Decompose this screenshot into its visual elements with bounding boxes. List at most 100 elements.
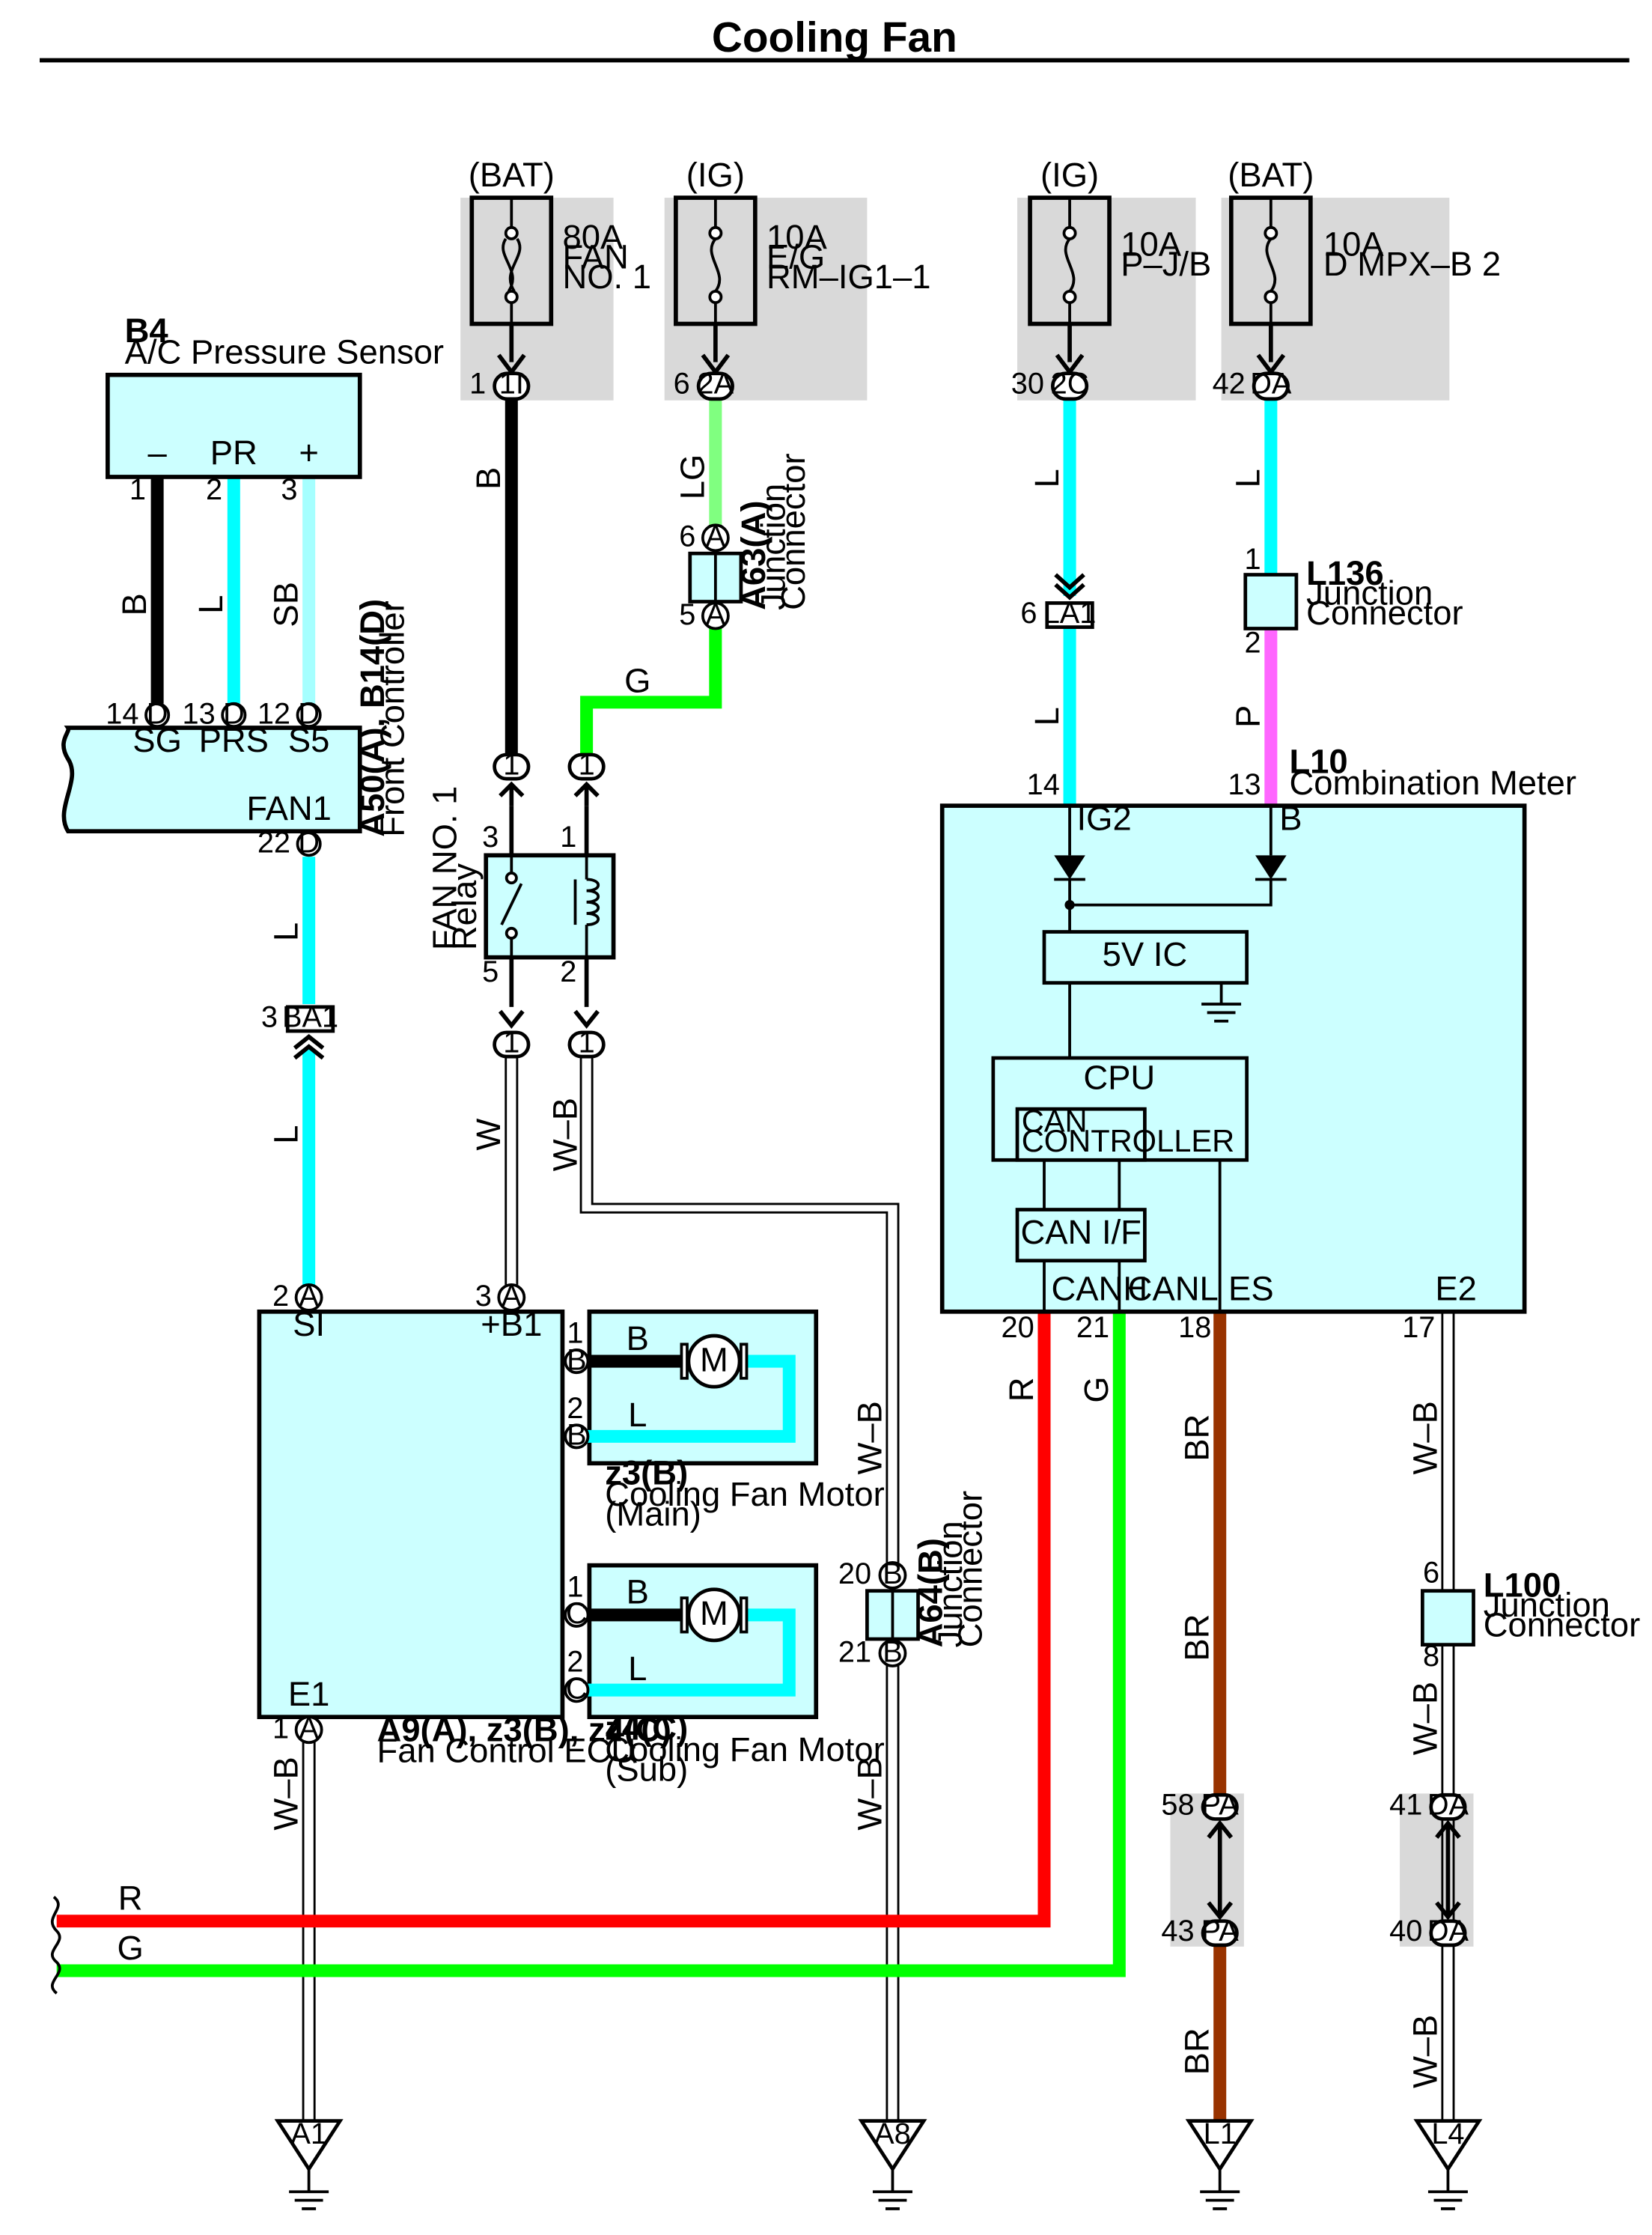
fuse-p-jb: (IG) 10A P–J/B 30 2C xyxy=(1011,156,1211,401)
svg-text:D: D xyxy=(298,827,320,860)
l100-junction-connector: 6 8 L100 Junction Connector W–B xyxy=(1406,1556,1640,1755)
svg-text:2A: 2A xyxy=(698,367,734,400)
svg-text:LG: LG xyxy=(674,454,712,500)
svg-text:L: L xyxy=(1229,469,1267,487)
svg-text:5: 5 xyxy=(679,598,695,631)
svg-text:CPU: CPU xyxy=(1083,1059,1155,1097)
svg-text:10A: 10A xyxy=(766,218,828,256)
fuse-area-pjb xyxy=(1017,198,1196,401)
wires xyxy=(50,400,1455,2121)
svg-text:43: 43 xyxy=(1161,1915,1194,1947)
svg-text:(Main): (Main) xyxy=(605,1495,701,1533)
svg-text:L4: L4 xyxy=(1431,2117,1464,2150)
ground-l1: L1 xyxy=(1185,2117,1255,2210)
svg-text:DA: DA xyxy=(1427,1915,1469,1947)
svg-text:RM–IG1–1: RM–IG1–1 xyxy=(766,258,931,296)
bus-g-label: G xyxy=(117,1929,143,1967)
ac-pressure-sensor: B4 A/C Pressure Sensor – PR + 1 2 3 B L … xyxy=(106,311,444,627)
svg-text:C: C xyxy=(566,1597,588,1630)
svg-text:1: 1 xyxy=(272,1712,289,1745)
svg-text:P–J/B: P–J/B xyxy=(1121,245,1211,283)
svg-text:B4: B4 xyxy=(125,311,169,350)
page-title: Cooling Fan xyxy=(712,14,957,61)
svg-text:D MPX–B 2: D MPX–B 2 xyxy=(1323,245,1501,283)
svg-text:2: 2 xyxy=(567,1646,583,1679)
pa-connectors: PA 58 PA 43 BR xyxy=(1161,1789,1239,2076)
svg-text:1: 1 xyxy=(1244,543,1261,576)
svg-text:3: 3 xyxy=(475,1280,492,1313)
svg-text:SG: SG xyxy=(132,721,182,759)
fuse-d-mpx-b2: (BAT) 10A D MPX–B 2 42 DA xyxy=(1213,156,1501,401)
svg-text:DA: DA xyxy=(1250,367,1292,400)
fuse-area-fan xyxy=(460,198,614,401)
svg-text:(Sub): (Sub) xyxy=(605,1750,688,1788)
svg-text:IG2: IG2 xyxy=(1077,799,1132,837)
svg-text:21: 21 xyxy=(1076,1311,1109,1344)
ground-l4: L4 xyxy=(1413,2117,1483,2210)
svg-text:Junction: Junction xyxy=(1306,574,1433,612)
svg-text:6: 6 xyxy=(679,520,695,553)
svg-text:B: B xyxy=(1279,799,1302,837)
svg-text:10A: 10A xyxy=(1121,225,1182,264)
svg-text:Front Controller: Front Controller xyxy=(373,600,411,836)
svg-text:Cooling Fan Motor: Cooling Fan Motor xyxy=(605,1475,885,1513)
svg-text:B: B xyxy=(627,1573,649,1611)
svg-text:30: 30 xyxy=(1011,367,1044,400)
svg-text:Junction: Junction xyxy=(755,484,793,610)
svg-text:–: – xyxy=(147,434,167,472)
svg-text:L: L xyxy=(266,922,305,941)
svg-text:NO. 1: NO. 1 xyxy=(562,258,651,296)
svg-text:14: 14 xyxy=(1027,768,1060,801)
svg-text:18: 18 xyxy=(1178,1311,1211,1344)
svg-text:A64(B): A64(B) xyxy=(912,1538,950,1647)
ba1-connector: BA1 3 L xyxy=(261,1000,338,1143)
svg-text:PA: PA xyxy=(1201,1915,1240,1947)
fuse-area-eg xyxy=(664,198,868,401)
svg-text:W–B: W–B xyxy=(1406,1682,1444,1755)
svg-text:80A: 80A xyxy=(562,218,624,256)
svg-text:W–B: W–B xyxy=(1406,1401,1444,1474)
svg-text:3: 3 xyxy=(482,821,499,854)
svg-text:A: A xyxy=(706,598,726,631)
svg-text:A63(A): A63(A) xyxy=(734,501,772,610)
ground-a1: A1 xyxy=(274,2117,344,2210)
svg-text:1: 1 xyxy=(503,1026,519,1059)
svg-text:3: 3 xyxy=(281,473,297,506)
svg-text:2: 2 xyxy=(206,473,222,506)
svg-text:L: L xyxy=(192,595,230,614)
svg-text:L: L xyxy=(266,1125,305,1144)
svg-text:B: B xyxy=(567,1419,587,1452)
svg-text:Connector: Connector xyxy=(951,1491,990,1648)
fuse-fan-no1: (BAT) 80A FAN NO. 1 1 1I xyxy=(469,156,651,401)
svg-text:B: B xyxy=(883,1635,903,1668)
svg-text:M: M xyxy=(700,1340,728,1378)
svg-text:1: 1 xyxy=(560,821,576,854)
svg-text:W: W xyxy=(469,1119,508,1151)
svg-text:CAN I/F: CAN I/F xyxy=(1020,1213,1141,1251)
svg-text:2C: 2C xyxy=(1051,367,1089,400)
svg-text:A: A xyxy=(502,1280,522,1313)
svg-text:B: B xyxy=(469,467,508,490)
svg-text:SB: SB xyxy=(266,582,305,627)
svg-text:L: L xyxy=(1028,707,1066,726)
svg-text:W–B: W–B xyxy=(850,1401,889,1474)
svg-text:1: 1 xyxy=(503,748,519,781)
svg-text:PA: PA xyxy=(1201,1789,1240,1822)
svg-text:L10: L10 xyxy=(1289,743,1347,781)
svg-text:DA: DA xyxy=(1427,1789,1469,1822)
svg-text:40: 40 xyxy=(1389,1915,1422,1947)
svg-text:A: A xyxy=(706,520,726,553)
svg-text:L100: L100 xyxy=(1484,1566,1561,1604)
svg-text:6: 6 xyxy=(1020,597,1037,630)
cooling-fan-motor-main: M B B 1 2 B L z3(B) Cooling Fan Motor (M… xyxy=(564,1309,885,1533)
svg-text:A8: A8 xyxy=(874,2117,911,2150)
svg-text:Fan Control ECU: Fan Control ECU xyxy=(377,1732,635,1770)
es-wire-label-lower: BR xyxy=(1178,1614,1216,1661)
svg-text:13: 13 xyxy=(183,697,216,730)
svg-text:(IG): (IG) xyxy=(1040,156,1099,194)
svg-text:S5: S5 xyxy=(288,721,330,759)
a64-junction-connector: W–B B 20 B 21 A64(B) Junction Connector … xyxy=(838,1401,990,1830)
svg-text:(BAT): (BAT) xyxy=(469,156,555,194)
svg-text:2: 2 xyxy=(567,1392,583,1425)
svg-text:1: 1 xyxy=(129,473,146,506)
